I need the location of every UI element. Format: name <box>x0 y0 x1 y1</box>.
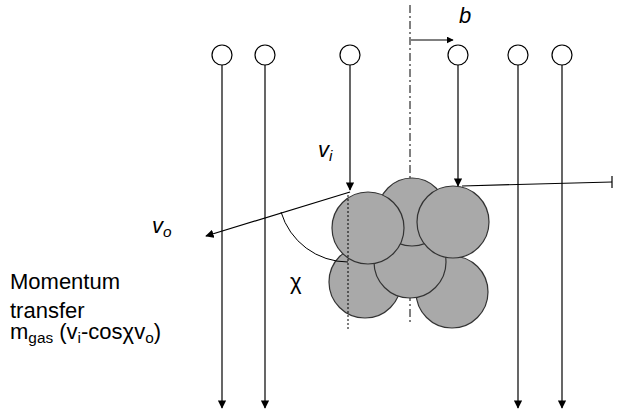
text-label: vi <box>318 138 332 162</box>
text-label: vo <box>152 214 172 238</box>
scattered-end <box>611 176 612 188</box>
scattered-right <box>462 182 612 186</box>
trajectories <box>222 65 562 408</box>
text-label: Momentum transfer <box>10 268 130 325</box>
cluster <box>329 178 489 328</box>
dotted-line <box>348 195 349 330</box>
text-label: χ <box>290 270 302 294</box>
text-label: b <box>459 4 471 28</box>
impact-arrow <box>411 40 453 41</box>
scattered-left <box>206 192 350 236</box>
gas-molecules <box>212 45 572 65</box>
angle-arc <box>281 212 348 262</box>
text-label: mgas (vi-cosχvo) <box>10 320 161 344</box>
